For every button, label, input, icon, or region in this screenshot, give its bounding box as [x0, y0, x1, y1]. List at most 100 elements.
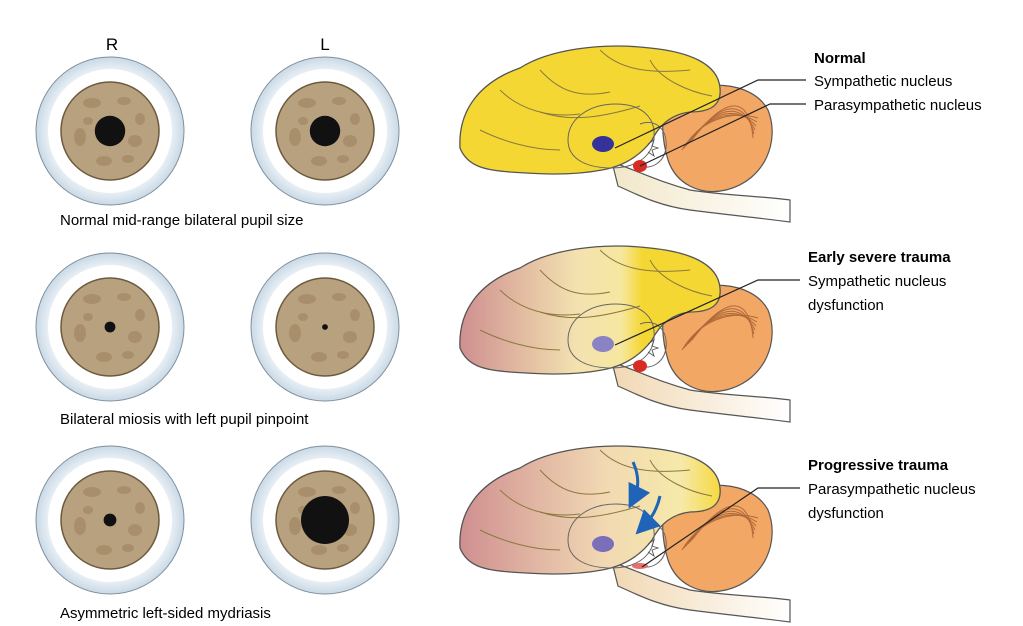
cerebellar-fold — [691, 505, 754, 541]
iris-speckle — [83, 487, 101, 497]
brainstem — [611, 561, 791, 623]
cerebrum — [459, 445, 721, 575]
iris-speckle — [83, 117, 93, 125]
pupil — [301, 496, 349, 544]
gyrus — [649, 459, 713, 497]
iris-speckle — [298, 98, 316, 108]
arrow-down-2 — [635, 495, 662, 535]
iris-speckle — [122, 155, 134, 163]
iris-speckle — [96, 352, 112, 362]
iris-speckle — [289, 517, 301, 535]
cerebellar-fold — [681, 314, 759, 351]
iris-speckle — [311, 156, 327, 166]
parasympathetic-nucleus — [632, 563, 648, 569]
iris-speckle — [298, 487, 316, 497]
pupil — [309, 115, 341, 147]
iris-speckle — [337, 155, 349, 163]
iris-speckle — [135, 309, 145, 321]
brain-normal — [459, 45, 791, 223]
iris-speckle — [83, 98, 101, 108]
gyrus — [649, 259, 713, 297]
gyrus — [599, 449, 691, 472]
row-2-line-1: Sympathetic nucleus — [808, 273, 946, 290]
gyrus — [649, 59, 713, 97]
pupil — [94, 115, 126, 147]
cerebellar-fold — [691, 305, 754, 341]
aqueduct — [647, 138, 660, 158]
iris-speckle — [117, 293, 131, 301]
cerebrum — [459, 245, 721, 375]
pupil — [322, 324, 328, 330]
iris-speckle — [350, 502, 360, 514]
midbrain-outline — [639, 122, 667, 168]
eye-left-row-1 — [250, 56, 400, 206]
brain-progressive-trauma — [459, 445, 791, 623]
gyrus — [539, 269, 611, 295]
sympathetic-nucleus — [592, 536, 614, 552]
iris-speckle — [122, 351, 134, 359]
leader-sympathetic-early — [614, 279, 800, 346]
gyrus — [499, 289, 581, 316]
iris-speckle — [337, 351, 349, 359]
gyrus — [539, 305, 641, 319]
iris-speckle — [311, 545, 327, 555]
thalamus-outline — [567, 303, 655, 369]
iris-speckle — [83, 294, 101, 304]
gyrus — [479, 129, 561, 151]
iris-speckle — [128, 524, 142, 536]
gyrus — [479, 329, 561, 351]
eye-right-row-2 — [35, 252, 185, 402]
thalamus-outline — [567, 503, 655, 569]
row-2-title: Early severe trauma — [808, 249, 951, 266]
iris-speckle — [337, 544, 349, 552]
iris-speckle — [298, 117, 308, 125]
iris-speckle — [128, 331, 142, 343]
iris-speckle — [135, 113, 145, 125]
iris-speckle — [332, 293, 346, 301]
iris-speckle — [128, 135, 142, 147]
iris-speckle — [298, 313, 308, 321]
iris-speckle — [74, 128, 86, 146]
iris-speckle — [350, 309, 360, 321]
iris-speckle — [298, 294, 316, 304]
iris-speckle — [117, 97, 131, 105]
row-2-line-2: dysfunction — [808, 297, 884, 314]
row-2-caption: Bilateral miosis with left pupil pinpoin… — [60, 411, 309, 428]
parasympathetic-nucleus — [633, 360, 647, 372]
iris-speckle — [83, 506, 93, 514]
iris-speckle — [83, 313, 93, 321]
left-eye-header: L — [320, 35, 329, 54]
gyrus — [599, 49, 691, 72]
brain-early-trauma — [459, 245, 791, 423]
iris-speckle — [343, 135, 357, 147]
row-3-line-1: Parasympathetic nucleus — [808, 481, 976, 498]
cerebellar-fold — [691, 105, 754, 141]
leader-sympathetic-normal — [614, 79, 806, 149]
eye-grid — [35, 56, 400, 595]
iris-speckle — [74, 324, 86, 342]
iris-speckle — [96, 156, 112, 166]
eye-right-row-1 — [35, 56, 185, 206]
gyrus — [539, 105, 641, 119]
aqueduct — [647, 338, 660, 358]
cerebellar-fold — [681, 114, 759, 151]
sympathetic-nucleus — [592, 336, 614, 352]
iris-speckle — [311, 352, 327, 362]
gyrus — [539, 69, 611, 95]
iris-speckle — [135, 502, 145, 514]
row-1-caption: Normal mid-range bilateral pupil size — [60, 212, 303, 229]
row-3-line-2: dysfunction — [808, 505, 884, 522]
midbrain-outline — [639, 322, 667, 368]
leader-parasympathetic-prog — [641, 487, 800, 568]
iris-speckle — [289, 324, 301, 342]
thalamus-outline — [567, 103, 655, 169]
row-1-line-2: Parasympathetic nucleus — [814, 97, 982, 114]
eye-right-row-3 — [35, 445, 185, 595]
gyrus — [479, 529, 561, 551]
cerebrum — [459, 45, 721, 175]
gyrus — [599, 249, 691, 272]
brainstem — [611, 161, 791, 223]
iris-speckle — [332, 486, 346, 494]
leader-parasympathetic-normal — [639, 103, 806, 167]
gyrus — [539, 469, 611, 495]
